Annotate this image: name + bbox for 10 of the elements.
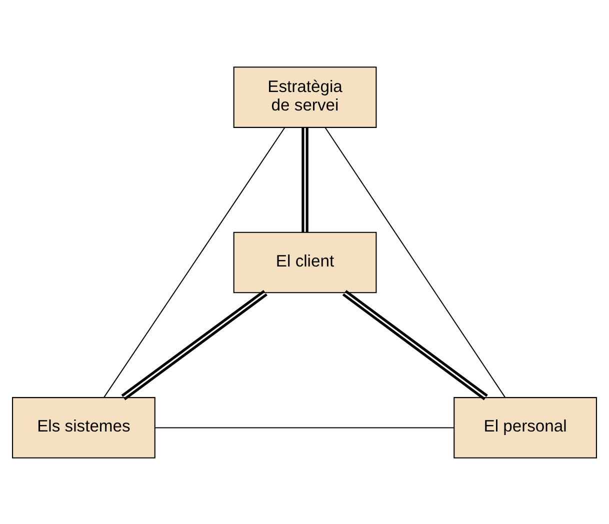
connector: [324, 126, 506, 398]
node-box: El client: [233, 231, 377, 293]
node-box: El personal: [454, 396, 597, 458]
connector: [121, 289, 268, 400]
node-box: Estratègia de servei: [233, 66, 377, 128]
connector: [342, 289, 488, 400]
node-box: Els sistemes: [12, 396, 156, 458]
connector: [104, 126, 286, 398]
connector: [155, 426, 454, 428]
connector: [302, 127, 308, 232]
